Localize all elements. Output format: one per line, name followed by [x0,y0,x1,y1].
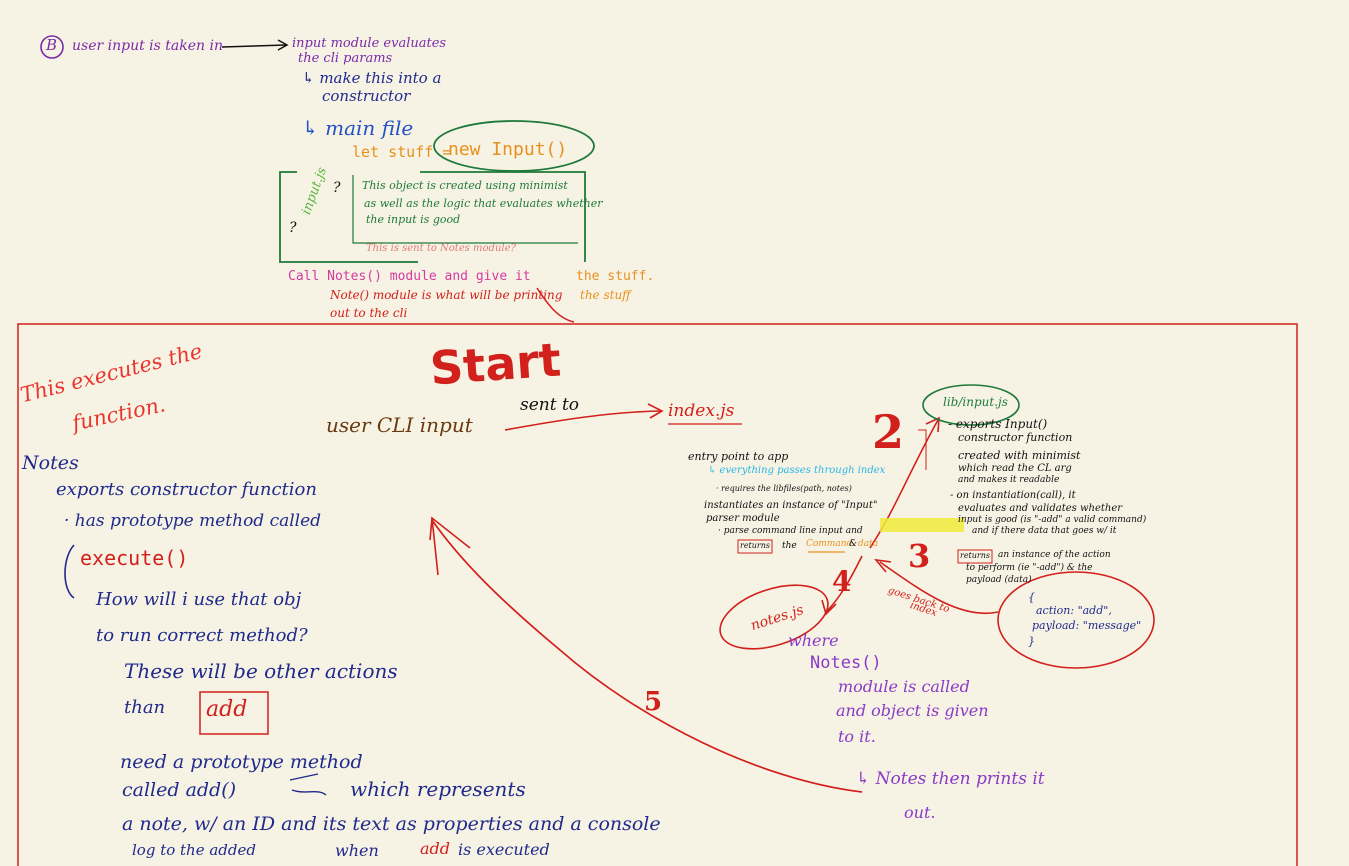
where-text: where [788,631,839,650]
main-file-text: ↳ main file [302,116,414,140]
has-proto-text: · has prototype method called [64,511,322,531]
input-module-text: input module evaluates [292,36,447,51]
need-line-4a: log to the added [132,841,256,859]
step-3: 3 [908,537,931,575]
entry-returns: returns [740,541,771,550]
execute-text: execute() [80,546,189,570]
need-line-4d: is executed [458,840,550,859]
entry-the: the [782,541,797,551]
box-line-2: as well as the logic that evaluates whet… [364,197,603,210]
entry-line-2: ↳ everything passes through index [708,465,886,476]
let-stuff-text: let stuff = [352,143,452,161]
to-it-text: to it. [838,727,876,746]
lib-line-3: created with minimist [958,449,1081,462]
exports-fn-text: exports constructor function [56,479,317,500]
box-line-3: the input is good [366,213,461,226]
lib-line-6: - on instantiation(call), it [950,490,1076,501]
need-line-4b: when [335,841,379,860]
box-question-1: ? [333,180,341,196]
step-2: 2 [872,405,905,459]
index-js-label: index.js [668,401,735,421]
the-stuff-text-2: the stuff [580,288,631,302]
lib-line-1: - exports Input() [948,417,1048,431]
executes-line-2: function. [70,392,168,436]
add-text: add [206,697,248,722]
arrow-prints-back [431,519,863,793]
object-brace-close: } [1028,635,1035,648]
lib-line-12: payload (data) [966,575,1032,585]
user-input-text: user input is taken in [72,38,223,54]
entry-amp: & [849,539,858,549]
lib-line-9: and if there data that goes w/ it [972,526,1117,536]
circle-b-label: B [46,36,58,54]
need-line-2b: which represents [350,777,526,801]
notes-fn-text: Notes() [810,653,882,673]
entry-command: Command [806,539,853,549]
out-text: out. [904,803,936,822]
how-line-2: to run correct method? [96,625,308,646]
lib-line-7: evaluates and validates whether [958,503,1123,514]
out-cli-text: out to the cli [330,306,408,320]
lib-line-8: input is good (is "-add" a valid command… [958,515,1147,525]
object-payload: payload: "message" [1032,619,1142,632]
start-title: Start [428,332,563,396]
notes-prints-text: ↳ Notes then prints it [856,769,1045,789]
input-js-box-label: input.js [299,165,331,217]
lib-line-11: to perform (ie "-add") & the [966,563,1093,573]
new-input-text: new Input() [448,139,568,160]
sent-to-label: sent to [520,395,580,415]
user-cli-input: user CLI input [326,413,473,437]
need-line-1: need a prototype method [120,751,363,773]
entry-line-6: · parse command line input and [718,526,863,536]
lib-returns: returns [960,551,991,560]
arrow-user-input [221,44,287,48]
need-line-3: a note, w/ an ID and its text as propert… [122,813,661,835]
entry-data: data [858,539,879,549]
executes-line-1: This executes the [18,338,205,408]
need-line-4c: add [420,839,451,858]
object-action: action: "add", [1036,604,1112,617]
object-given-text: and object is given [836,701,989,720]
call-notes-text: Call Notes() module and give it [288,269,531,284]
lib-line-2: constructor function [958,431,1073,444]
box-question-2: ? [289,220,297,236]
object-brace-open: { [1028,591,1035,604]
cli-params-text: the cli params [298,51,393,66]
box-sent-text: This is sent to Notes module? [366,243,516,254]
highlight-bar [880,518,964,532]
than-text: than [124,697,166,718]
need-line-2a: called add() [122,779,237,801]
lib-line-10: an instance of the action [998,550,1111,560]
lib-input-label: lib/input.js [943,395,1008,409]
these-line-1: These will be other actions [124,659,398,683]
notes-heading: Notes [22,452,79,474]
step-5: 5 [644,687,663,717]
entry-line-4: instantiates an instance of "Input" [704,500,878,511]
entry-line-5: parser module [706,513,780,524]
lib-line-4: which read the CL arg [958,463,1072,474]
module-called-text: module is called [838,677,970,696]
how-line-1: How will i use that obj [96,589,302,610]
constructor-text: constructor [322,87,411,105]
box-line-1: This object is created using minimist [362,179,568,192]
the-stuff-text: the stuff. [576,269,655,284]
entry-line-1: entry point to app [688,450,789,463]
lib-line-5: and makes it readable [958,475,1060,485]
make-this-text: ↳ make this into a [302,69,442,87]
notes-js-label: notes.js [748,601,806,635]
entry-line-3: · requires the libfiles(path, notes) [716,484,852,493]
note-module-text: Note() module is what will be printing [330,288,563,302]
step-4: 4 [832,565,852,598]
